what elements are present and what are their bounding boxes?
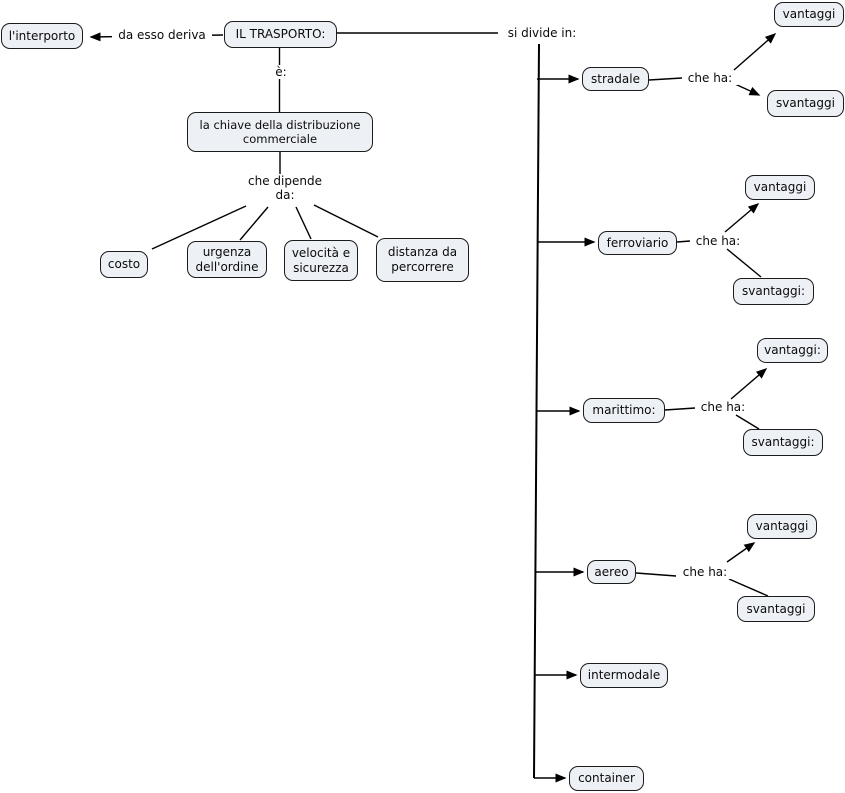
link-label-che-ha-aereo[interactable]: che ha: [677,565,733,580]
edge-cheha-svantaggi-mar [735,414,760,430]
link-label-che-ha-marittimo[interactable]: che ha: [695,400,751,415]
node-svantaggi-aereo[interactable]: svantaggi [737,596,815,622]
edge-cheha-svantaggi-aer [728,578,769,597]
link-label-e[interactable]: è: [266,65,296,80]
node-vantaggi-marittimo[interactable]: vantaggi: [757,338,828,363]
edge-dipende-velocita [295,206,312,240]
node-svantaggi-stradale[interactable]: svantaggi [767,90,844,117]
edge-dipende-costo [151,205,247,250]
node-vantaggi-aereo[interactable]: vantaggi [747,514,817,539]
link-label-che-dipende-da[interactable]: che dipende da: [240,174,330,203]
edge-cheha-vantaggi-fer [724,203,760,233]
node-container[interactable]: container [569,766,644,791]
node-svantaggi-ferroviario[interactable]: svantaggi: [733,278,814,305]
node-marittimo[interactable]: marittimo: [583,398,665,423]
node-vantaggi-stradale[interactable]: vantaggi [774,2,844,27]
link-label-che-dipende-line2: da: [275,188,295,203]
node-costo[interactable]: costo [100,251,148,278]
link-label-da-esso-deriva[interactable]: da esso deriva [112,28,212,43]
node-svantaggi-marittimo[interactable]: svantaggi: [743,429,823,456]
node-ferroviario[interactable]: ferroviario [598,231,677,255]
node-trasporto[interactable]: IL TRASPORTO: [224,21,337,48]
edge-cheha-svantaggi-str [734,83,761,96]
node-aereo[interactable]: aereo [587,560,636,584]
edge-dipende-distanza [313,204,379,238]
link-label-si-divide-in[interactable]: si divide in: [498,26,586,41]
link-label-che-ha-stradale[interactable]: che ha: [682,71,738,86]
node-vantaggi-ferroviario[interactable]: vantaggi [745,175,815,200]
edge-cheha-vantaggi-mar [730,368,768,400]
node-interporto[interactable]: l'interporto [1,23,83,49]
node-urgenza-ordine[interactable]: urgenza dell'ordine [187,241,267,278]
node-intermodale[interactable]: intermodale [580,663,668,688]
link-label-che-ha-ferroviario[interactable]: che ha: [690,234,746,249]
edge-aereo-cheha [635,572,677,577]
node-distanza-percorrere[interactable]: distanza da percorrere [376,238,469,282]
edge-stradale-cheha [648,77,683,81]
node-velocita-sicurezza[interactable]: velocità e sicurezza [284,240,358,281]
edge-marittimo-cheha [664,407,696,411]
node-chiave-distribuzione[interactable]: la chiave della distribuzione commercial… [187,112,373,152]
edge-ferroviario-cheha [676,240,691,243]
edge-cheha-svantaggi-fer [726,248,762,278]
edge-cheha-vantaggi-str [733,33,777,71]
link-label-che-dipende-line1: che dipende [248,174,322,188]
edge-dipende-urgenza [239,206,269,241]
edge-cheha-vantaggi-aer [726,542,756,563]
node-stradale[interactable]: stradale [582,67,649,91]
